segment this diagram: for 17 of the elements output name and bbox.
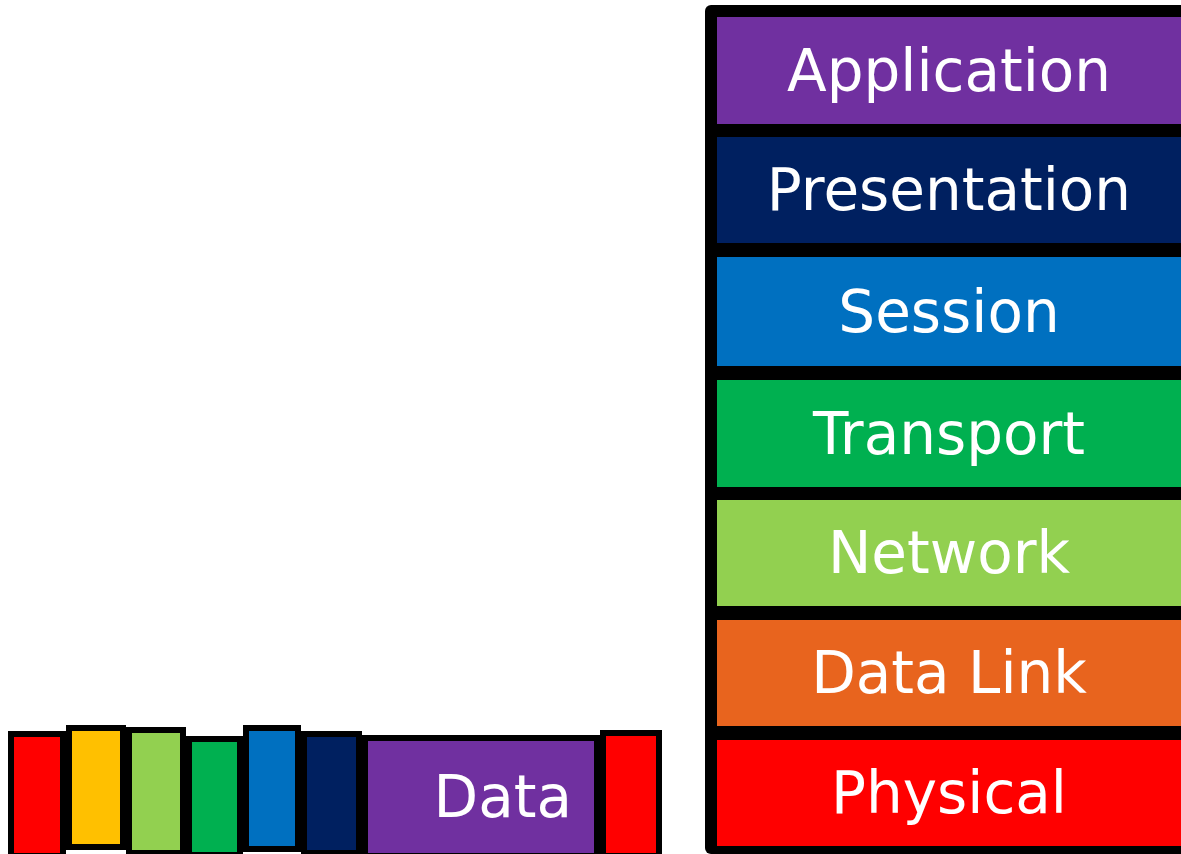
- trailer-block: [600, 730, 662, 854]
- layer-name: Physical: [831, 759, 1067, 827]
- layer-name: Application: [786, 36, 1112, 105]
- data-label: Data: [433, 763, 572, 831]
- header-block: [8, 731, 66, 854]
- layer-box: [717, 500, 1181, 606]
- layer-box: [717, 380, 1181, 487]
- layer-box: [717, 17, 1181, 124]
- layer-name: Session: [838, 277, 1060, 346]
- layer-name: Transport: [812, 399, 1086, 468]
- layer-box: [717, 740, 1181, 846]
- layer-name: Presentation: [766, 156, 1132, 224]
- layer-name: Network: [827, 519, 1071, 587]
- layer-box: [717, 257, 1181, 366]
- layer-name: Data Link: [811, 639, 1087, 707]
- layer-box: [717, 137, 1181, 243]
- layer-box: [717, 620, 1181, 726]
